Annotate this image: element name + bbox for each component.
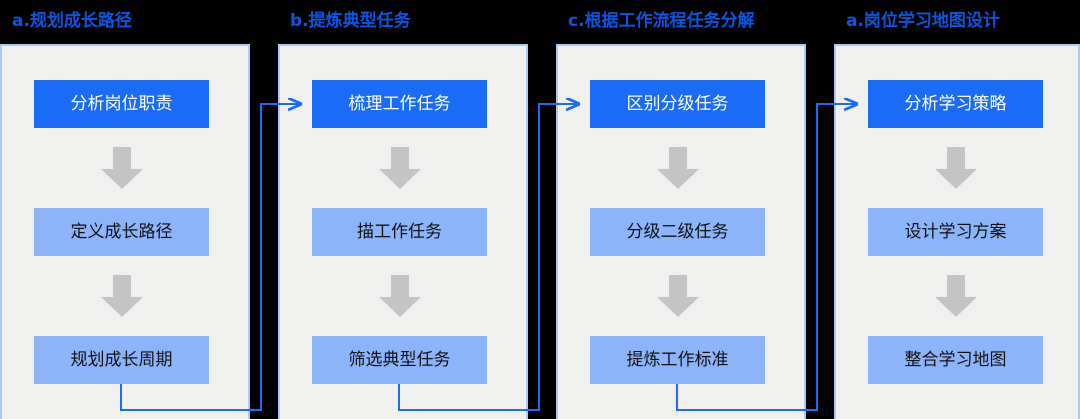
flow-node-b2[interactable]: 描工作任务	[312, 208, 487, 256]
flow-column-typical-tasks: b.提炼典型任务 梳理工作任务 描工作任务 筛选典型任务	[278, 0, 528, 419]
flow-node-c1[interactable]: 区别分级任务	[590, 80, 765, 128]
column-title: b.提炼典型任务	[290, 11, 411, 31]
flow-node-a1[interactable]: 分析岗位职责	[34, 80, 209, 128]
down-arrow-icon	[933, 273, 979, 319]
flow-node-c2[interactable]: 分级二级任务	[590, 208, 765, 256]
flow-column-growth-path: a.规划成长路径 分析岗位职责 定义成长路径 规划成长周期	[0, 0, 250, 419]
down-arrow-icon	[99, 273, 145, 319]
down-arrow-icon	[655, 145, 701, 191]
flow-column-task-decomposition: c.根据工作流程任务分解 区别分级任务 分级二级任务 提炼工作标准	[556, 0, 806, 419]
down-arrow-icon	[933, 145, 979, 191]
column-title: a.规划成长路径	[12, 11, 132, 31]
flow-node-b1[interactable]: 梳理工作任务	[312, 80, 487, 128]
down-arrow-icon	[377, 273, 423, 319]
flow-node-d2[interactable]: 设计学习方案	[868, 208, 1043, 256]
flow-node-d1[interactable]: 分析学习策略	[868, 80, 1043, 128]
flow-node-d3[interactable]: 整合学习地图	[868, 336, 1043, 384]
flow-node-b3[interactable]: 筛选典型任务	[312, 336, 487, 384]
down-arrow-icon	[655, 273, 701, 319]
down-arrow-icon	[99, 145, 145, 191]
column-title: a.岗位学习地图设计	[846, 11, 1000, 31]
flow-node-a2[interactable]: 定义成长路径	[34, 208, 209, 256]
flow-column-learning-map: a.岗位学习地图设计 分析学习策略 设计学习方案 整合学习地图	[834, 0, 1080, 419]
column-title: c.根据工作流程任务分解	[568, 11, 755, 31]
flow-node-a3[interactable]: 规划成长周期	[34, 336, 209, 384]
down-arrow-icon	[377, 145, 423, 191]
flow-node-c3[interactable]: 提炼工作标准	[590, 336, 765, 384]
